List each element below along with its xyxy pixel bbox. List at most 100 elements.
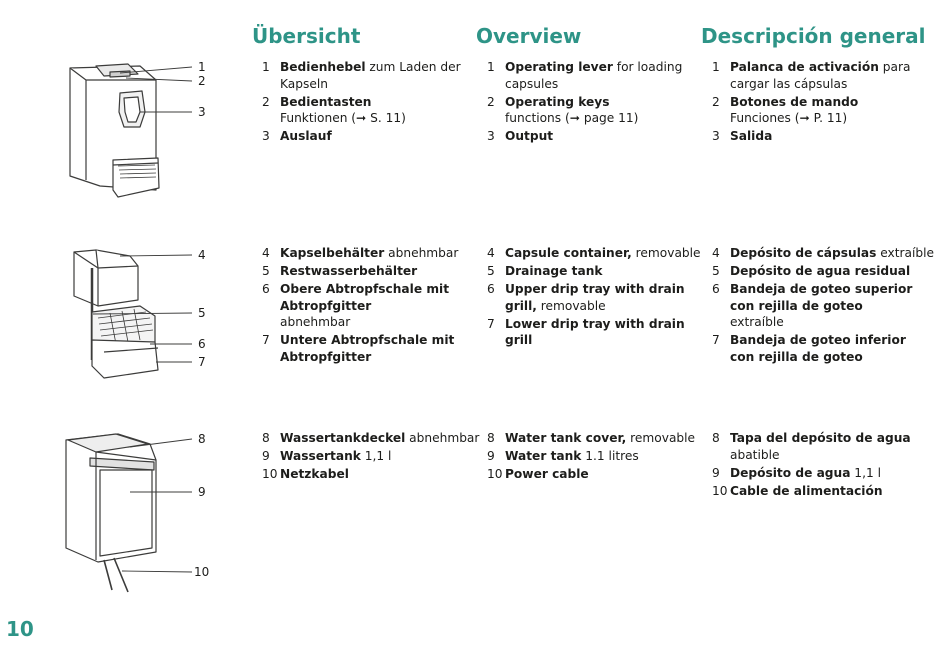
item-number: 2 xyxy=(262,94,270,109)
item-label: Botones de mando xyxy=(730,94,859,109)
item-number: 4 xyxy=(262,246,270,260)
heading-german: Übersicht xyxy=(252,24,361,48)
parts-list-de: 8 Wassertankdeckel abnehmbar 9 Wassertank 1… xyxy=(262,430,484,484)
item-number: 10 xyxy=(487,467,503,481)
item-text: Water tank 1.1 litres xyxy=(505,448,709,465)
callout-number: 3 xyxy=(198,105,206,119)
item-detail: 1,1 l xyxy=(850,465,881,480)
item-text: Untere Abtropfschale mit Abtropfgitter xyxy=(280,332,484,365)
item-detail: abnehmbar xyxy=(384,246,459,260)
item-number: 1 xyxy=(487,60,495,74)
item-number: 7 xyxy=(487,316,495,331)
item-text: Bandeja de goteo inferior con rejilla de… xyxy=(730,332,934,365)
item-number: 5 xyxy=(262,264,270,278)
item-detail: abnehmbar xyxy=(280,315,351,329)
callout-number: 9 xyxy=(198,485,206,499)
item-label: Salida xyxy=(730,129,773,143)
item-detail: extraíble xyxy=(876,246,934,260)
item-number: 7 xyxy=(712,333,720,347)
item-number: 2 xyxy=(487,94,495,109)
list-item: 5 Depósito de agua residual xyxy=(712,263,934,280)
list-item: 6 Upper drip tray with drain grill, remov… xyxy=(487,281,709,314)
item-text: Depósito de agua residual xyxy=(730,263,934,280)
machine-front-figure xyxy=(69,63,160,198)
item-number: 6 xyxy=(262,282,270,296)
item-detail: removable xyxy=(626,431,696,445)
item-detail: removable xyxy=(536,298,606,313)
item-number: 2 xyxy=(712,94,720,109)
callout-number: 4 xyxy=(198,248,206,262)
item-label: Untere Abtropfschale mit Abtropfgitter xyxy=(280,333,455,364)
item-number: 5 xyxy=(712,264,720,278)
parts-list-en: 1 Operating lever for loading capsules 2 Op… xyxy=(487,59,709,146)
item-label: Obere Abtropfschale mit Abtropfgitter xyxy=(280,282,450,313)
item-detail: 1.1 litres xyxy=(581,449,639,463)
item-detail: functions (➞ page 11) xyxy=(505,111,639,125)
machine-illustrations: 1 2 3 4 5 6 7 8 9 10 xyxy=(65,60,209,593)
item-number: 6 xyxy=(712,282,720,296)
item-label: Bedienhebel xyxy=(280,60,366,74)
item-detail: abatible xyxy=(730,447,780,462)
item-detail: removable xyxy=(631,246,701,260)
item-text: Capsule container, removable xyxy=(505,245,709,262)
item-label: Upper drip tray with drain grill, xyxy=(505,282,685,313)
list-item: 1 Operating lever for loading capsules xyxy=(487,59,709,92)
item-number: 8 xyxy=(712,431,720,445)
item-label: Water tank xyxy=(505,449,582,463)
item-detail: 1,1 l xyxy=(360,449,392,463)
list-item: 8 Wassertankdeckel abnehmbar xyxy=(262,430,484,447)
item-text: Wassertankdeckel abnehmbar xyxy=(280,430,484,447)
item-text: Bandeja de goteo superior con rejilla de… xyxy=(730,281,934,331)
item-number: 8 xyxy=(262,431,270,445)
item-text: Bedienhebel zum Laden der Kapseln xyxy=(280,59,484,92)
item-text: Output xyxy=(505,128,709,145)
item-number: 3 xyxy=(262,129,270,143)
item-text: Depósito de cápsulas extraíble xyxy=(730,245,934,262)
item-text: Water tank cover, removable xyxy=(505,430,709,447)
heading-english: Overview xyxy=(476,24,582,48)
item-number: 6 xyxy=(487,282,495,296)
item-label: Output xyxy=(505,129,554,143)
item-number: 1 xyxy=(712,60,720,74)
callout-number: 1 xyxy=(198,60,206,74)
item-label: Water tank cover, xyxy=(505,431,627,445)
callout-number: 5 xyxy=(198,306,206,320)
item-number: 1 xyxy=(262,60,270,74)
callout-number: 8 xyxy=(198,432,206,446)
item-text: Operating lever for loading capsules xyxy=(505,59,709,92)
item-detail: zum Laden der Kapseln xyxy=(280,60,461,91)
item-text: Restwasserbehälter xyxy=(280,263,484,280)
item-text: Wassertank 1,1 l xyxy=(280,448,484,465)
item-text: Upper drip tray with drain grill, remova… xyxy=(505,281,709,314)
list-item: 6 Bandeja de goteo superior con rejilla d… xyxy=(712,281,934,331)
list-item: 9 Wassertank 1,1 l xyxy=(262,448,484,465)
item-number: 5 xyxy=(487,264,495,278)
item-label: Bandeja de goteo superior con rejilla de… xyxy=(730,282,913,313)
item-label: Cable de alimentación xyxy=(730,483,883,498)
list-item: 2 Operating keys functions (➞ page 11) xyxy=(487,94,709,127)
item-text: Cable de alimentación xyxy=(730,483,934,500)
item-number: 10 xyxy=(712,483,728,498)
item-number: 9 xyxy=(262,449,270,463)
item-text: Obere Abtropfschale mit Abtropfgitter abn… xyxy=(280,281,484,331)
item-label: Operating keys xyxy=(505,94,610,109)
item-text: Operating keys functions (➞ page 11) xyxy=(505,94,709,127)
callout-number: 7 xyxy=(198,355,206,369)
